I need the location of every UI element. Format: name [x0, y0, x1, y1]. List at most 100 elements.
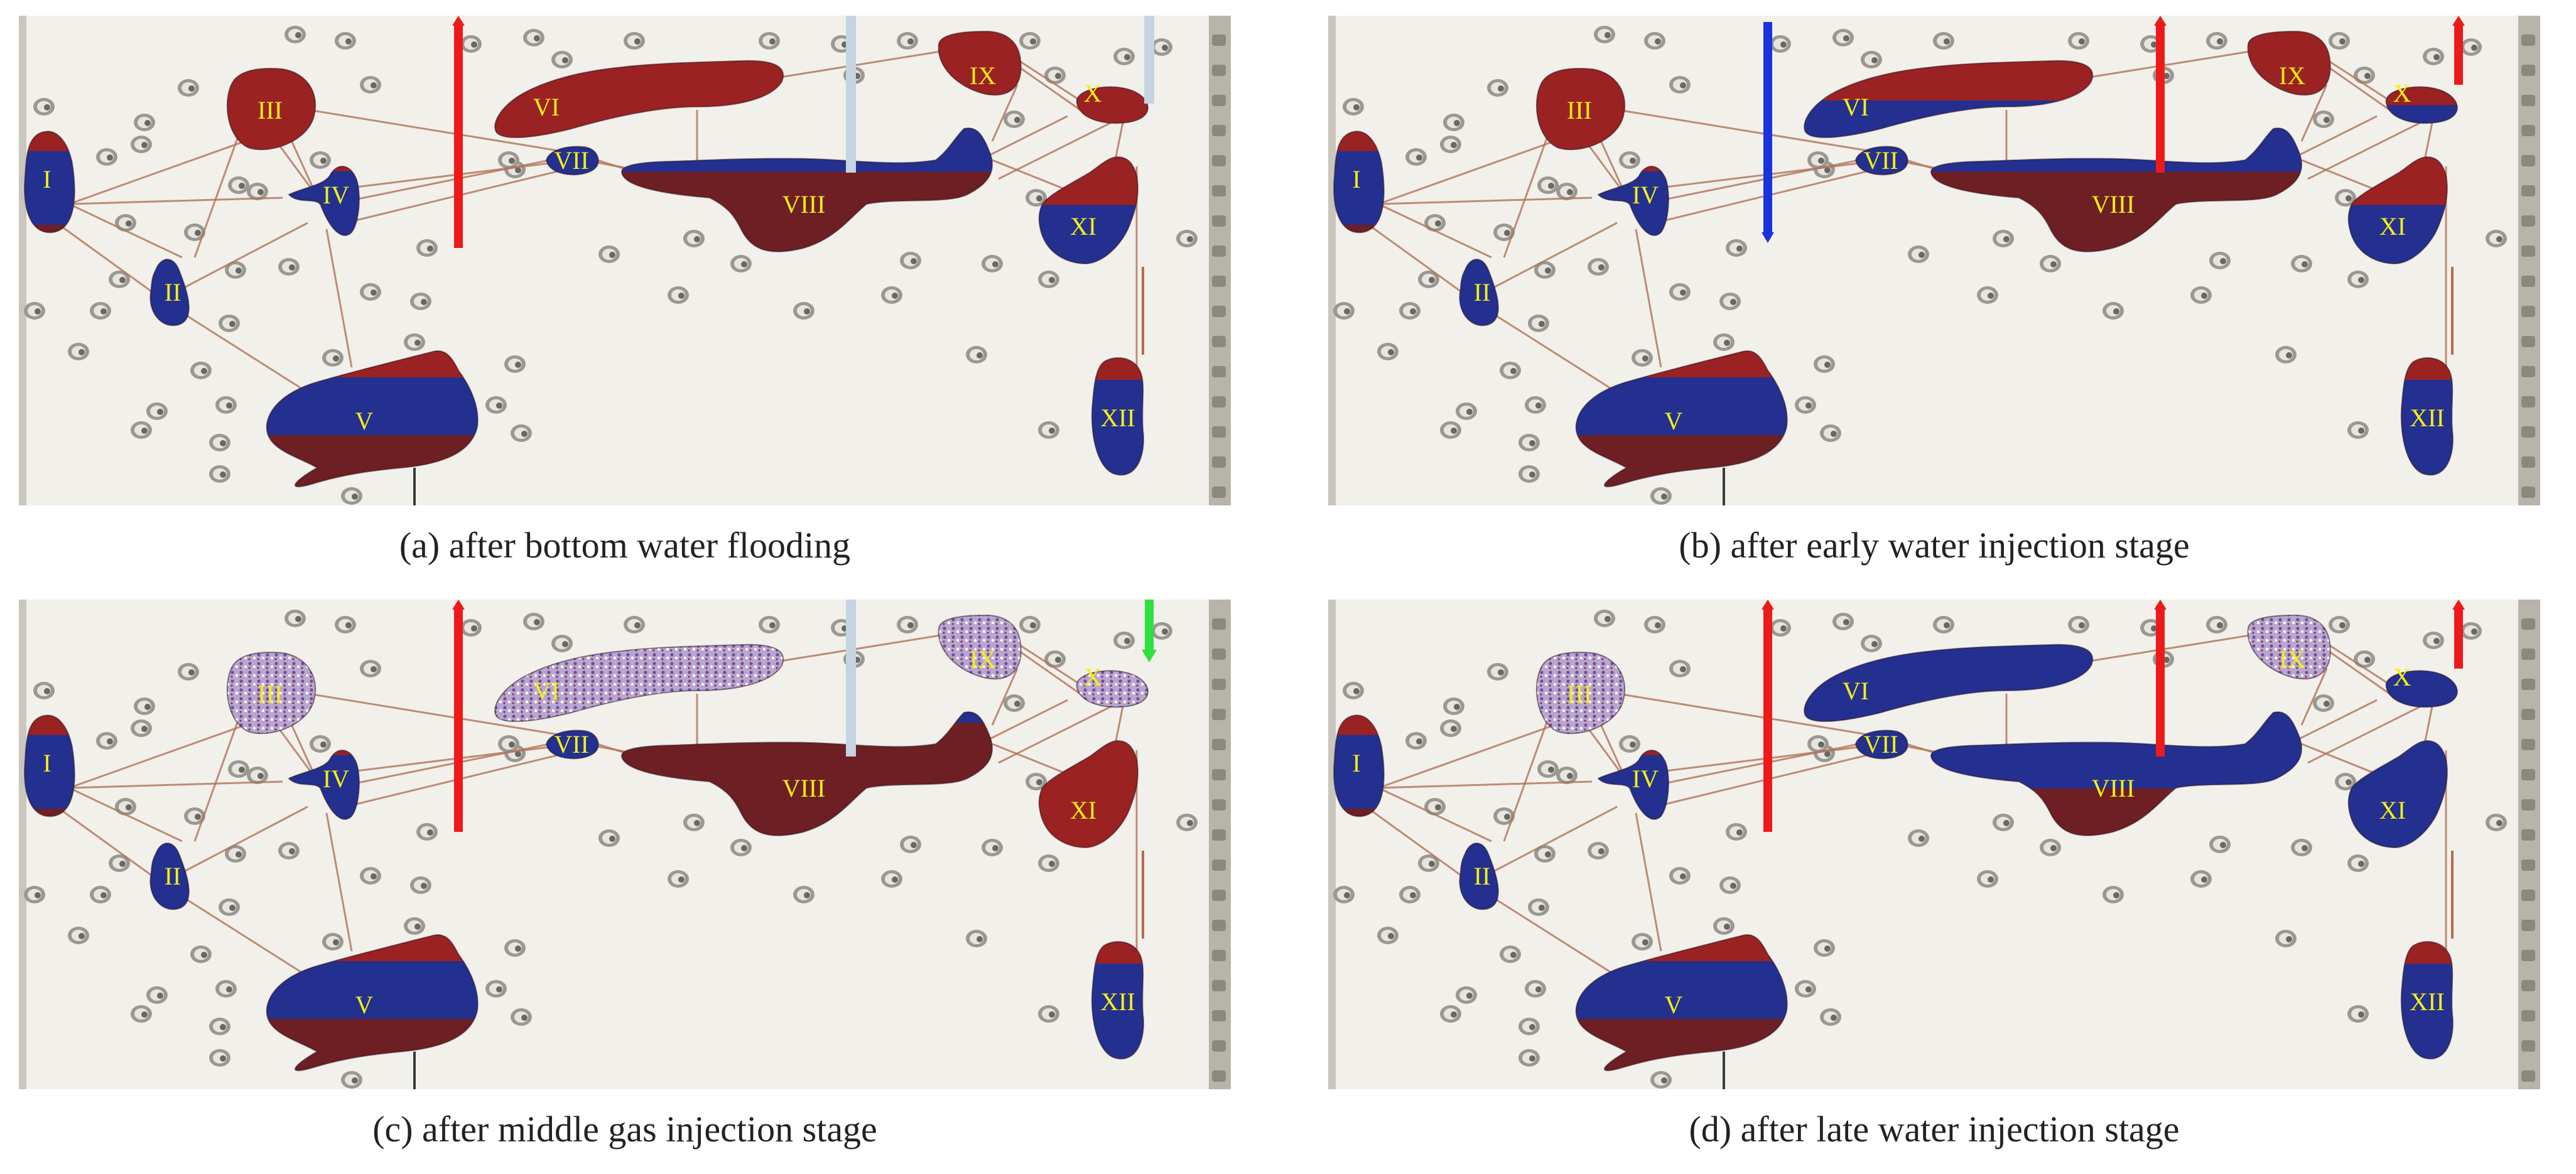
bolt-head — [683, 814, 705, 831]
well-marker-1 — [452, 16, 465, 248]
vug-label-i: I — [1352, 749, 1360, 777]
bolt-head — [341, 1071, 362, 1089]
vug-label-x: X — [1084, 79, 1102, 107]
frame-notch — [2521, 487, 2535, 498]
fracture-line — [979, 115, 1068, 161]
vug-outline — [288, 750, 360, 820]
bolt-head — [598, 245, 620, 263]
well-marker-2 — [846, 600, 856, 757]
bolt-head — [897, 616, 918, 633]
bolt-head — [1534, 261, 1556, 279]
bolt-head — [2068, 616, 2089, 633]
bolt-head — [523, 29, 544, 46]
vug-label-v: V — [1665, 991, 1683, 1019]
vug-label-ii: II — [1474, 862, 1491, 890]
frame-notch — [2521, 215, 2535, 227]
fracture-line — [1378, 197, 1593, 205]
bolt-head — [551, 51, 573, 68]
bolt-head — [1556, 183, 1578, 200]
bolt-head — [966, 346, 987, 364]
bolt-head — [1820, 424, 1841, 442]
bolt-head — [2354, 67, 2375, 84]
vug-label-x: X — [1084, 663, 1102, 691]
bolt-head — [1795, 980, 1816, 998]
bolt-head — [1807, 151, 1829, 169]
vug-label-iv: IV — [323, 181, 349, 209]
vug-label-vii: VII — [1863, 146, 1898, 175]
bolt-head — [1493, 807, 1515, 825]
bolt-head — [225, 845, 246, 863]
bolt-head — [2347, 271, 2369, 288]
bolt-head — [1632, 933, 1653, 951]
caption-panel-c: (c) after middle gas injection stage — [372, 1109, 877, 1150]
bolt-head — [485, 396, 507, 414]
bolt-head — [2347, 421, 2369, 439]
vug-outline — [288, 166, 360, 236]
bolt-head — [1832, 29, 1854, 46]
bolt-head — [793, 886, 814, 903]
fracture-line — [991, 668, 1019, 726]
bolt-head — [1019, 616, 1041, 633]
bolt-head — [1440, 1005, 1461, 1023]
frame-notch — [1212, 739, 1226, 750]
well-marker-2 — [2154, 16, 2167, 173]
fracture-line — [1485, 222, 1618, 293]
frame-notch — [1212, 829, 1226, 841]
bolt-head — [598, 829, 620, 847]
vug-label-iii: III — [257, 680, 283, 708]
frame-notch — [2521, 859, 2535, 871]
bolt-head — [1456, 402, 1477, 420]
bolt-head — [416, 239, 438, 257]
bolt-head — [1399, 886, 1421, 903]
vug-outline — [2247, 30, 2331, 96]
frame-notch — [1212, 215, 1226, 227]
vug-outline — [1076, 670, 1149, 708]
bolt-head — [2486, 230, 2507, 247]
frame-notch — [1212, 920, 1226, 931]
bolt-head — [1861, 635, 1882, 652]
vug-outline — [24, 131, 75, 234]
fracture-line — [2326, 65, 2390, 111]
vug-outline — [1038, 156, 1139, 265]
vug-label-iv: IV — [323, 765, 349, 793]
vug-xii — [1091, 942, 1144, 1059]
bolt-head — [1619, 735, 1640, 753]
fracture-line — [68, 197, 283, 205]
bolt-head — [360, 660, 381, 677]
vug-label-ii: II — [165, 278, 181, 306]
bolt-head — [1650, 487, 1672, 505]
bolt-head — [1405, 732, 1427, 750]
bolt-head — [1588, 842, 1609, 859]
bolt-head — [247, 183, 268, 200]
frame-notch — [1212, 125, 1226, 136]
bolt-head — [2313, 694, 2334, 712]
bolt-head — [1832, 613, 1854, 630]
caption-panel-d: (d) after late water injection stage — [1689, 1109, 2180, 1150]
bolt-head — [131, 1005, 152, 1023]
vug-ii — [1459, 843, 1498, 910]
fracture-line — [1017, 642, 1081, 686]
vug-label-viii: VIII — [782, 774, 826, 802]
bolt-head — [1977, 870, 1998, 888]
bolt-head — [897, 32, 918, 50]
bolt-head — [1151, 38, 1172, 56]
bolt-head — [900, 252, 921, 269]
fracture-line — [1488, 310, 1618, 394]
bolt-head — [511, 1008, 532, 1026]
bolt-head — [1333, 302, 1355, 320]
bolt-head — [2329, 616, 2350, 633]
frame-notch — [2521, 649, 2535, 660]
vug-iii — [1536, 68, 1625, 150]
vug-outline — [2385, 86, 2458, 124]
fracture-line — [1485, 805, 1618, 877]
bolt-head — [1726, 823, 1747, 841]
bolt-head — [1026, 189, 1047, 207]
frame-notch — [2521, 185, 2535, 197]
fracture-line — [2081, 49, 2258, 80]
bolt-head — [131, 719, 152, 737]
